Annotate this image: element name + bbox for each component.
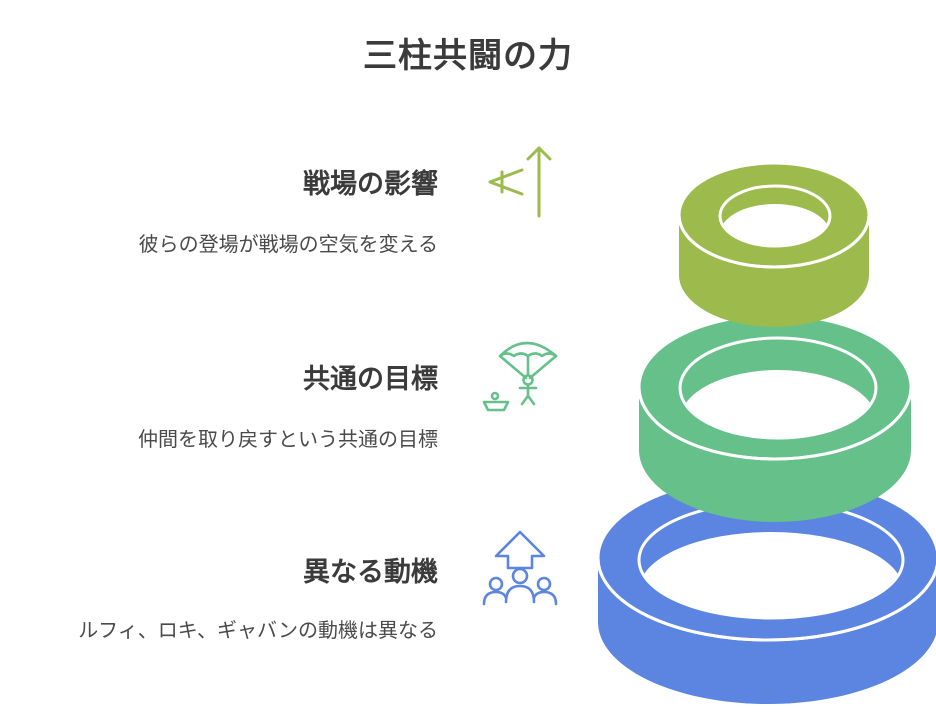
row-heading-common-goal: 共通の目標	[303, 364, 438, 395]
ring-battlefield	[677, 161, 871, 327]
ring-motives	[596, 474, 936, 704]
diagram-title: 三柱共闘の力	[363, 36, 573, 76]
ring-common-goal	[637, 313, 913, 522]
row-description-common-goal: 仲間を取り戻すという共通の目標	[138, 427, 438, 451]
row-description-motives: ルフィ、ロキ、ギャバンの動機は異なる	[78, 618, 438, 642]
group-arrow-up-icon	[482, 530, 558, 606]
row-heading-motives: 異なる動機	[303, 557, 438, 588]
row-heading-battlefield: 戦場の影響	[303, 169, 438, 200]
parachute-person-icon	[482, 341, 558, 412]
arrow-up-letter-a-icon	[488, 146, 552, 218]
row-description-battlefield: 彼らの登場が戦場の空気を変える	[138, 232, 438, 256]
